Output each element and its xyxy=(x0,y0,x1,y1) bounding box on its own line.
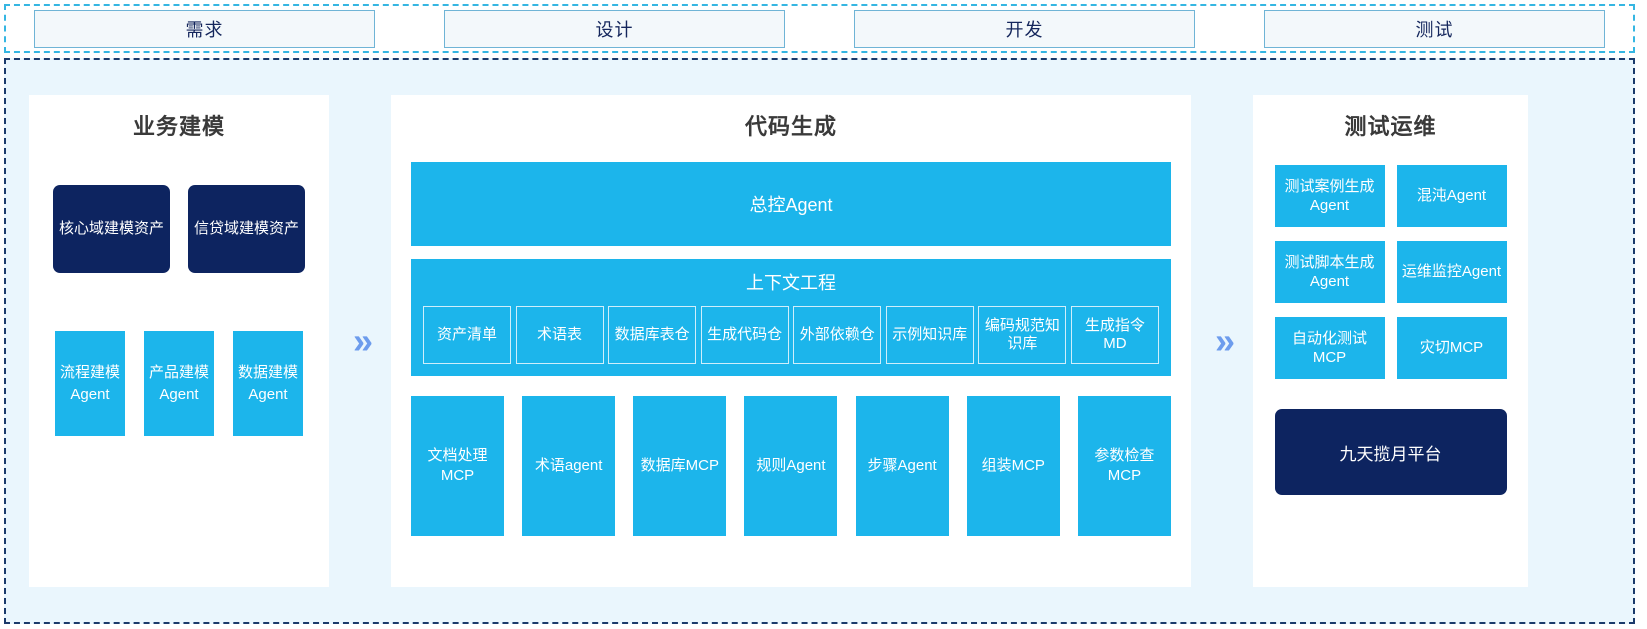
cell-label: 混沌Agent xyxy=(1416,187,1487,205)
stage-box-testing[interactable]: 测试 xyxy=(1264,9,1605,48)
stage-box-design[interactable]: 设计 xyxy=(444,9,785,48)
context-cell-label: 术语表 xyxy=(537,325,583,343)
master-agent-bar[interactable]: 总控Agent xyxy=(411,162,1171,246)
panel-title-test-operations: 测试运维 xyxy=(1344,114,1437,139)
tool-label: 规则Agent xyxy=(756,456,826,474)
stage-label: 开发 xyxy=(1005,19,1044,40)
cell-chaos-agent[interactable]: 混沌Agent xyxy=(1396,165,1507,227)
context-cell-asset-inventory[interactable]: 资产清单 xyxy=(423,306,511,364)
tool-box-rule-agent[interactable]: 规则Agent xyxy=(744,396,838,536)
context-cell-label: 生成指令MD xyxy=(1084,316,1145,352)
tool-label: 文档处理MCP xyxy=(427,446,488,484)
tool-label: 参数检查MCP xyxy=(1094,446,1155,484)
double-chevron-right-icon: » xyxy=(352,320,373,361)
agent-label: 数据建模Agent xyxy=(237,363,298,403)
panel-code-generation: 代码生成 总控Agent 上下文工程 资产清单 术语表 数据库表仓 生成代码仓 … xyxy=(391,95,1191,587)
cell-label: 灾切MCP xyxy=(1419,339,1484,357)
tool-box-step-agent[interactable]: 步骤Agent xyxy=(855,396,949,536)
main-architecture-area: 业务建模 核心域建模资产 信贷域建模资产 流程建模Agent 产品建模Agent… xyxy=(4,58,1635,624)
tool-box-parameter-check-mcp[interactable]: 参数检查MCP xyxy=(1077,396,1171,536)
tool-box-database-mcp[interactable]: 数据库MCP xyxy=(633,396,727,536)
panel-business-modeling: 业务建模 核心域建模资产 信贷域建模资产 流程建模Agent 产品建模Agent… xyxy=(29,95,329,587)
asset-box-credit-domain[interactable]: 信贷域建模资产 xyxy=(188,185,305,273)
panel-title-business-modeling: 业务建模 xyxy=(132,114,225,139)
stage-box-development[interactable]: 开发 xyxy=(854,9,1195,48)
tool-box-document-processing-mcp[interactable]: 文档处理MCP xyxy=(411,396,504,536)
stage-label: 测试 xyxy=(1415,19,1454,40)
context-engineering-block: 上下文工程 资产清单 术语表 数据库表仓 生成代码仓 外部依赖仓 示例知识库 编… xyxy=(411,259,1171,376)
cell-automated-test-mcp[interactable]: 自动化测试MCP xyxy=(1274,317,1385,379)
double-chevron-right-icon-2: » xyxy=(1214,320,1235,361)
tool-label: 组装MCP xyxy=(981,456,1045,474)
panel-title-code-generation: 代码生成 xyxy=(744,114,837,139)
context-engineering-title: 上下文工程 xyxy=(746,273,836,293)
cell-ops-monitoring-agent[interactable]: 运维监控Agent xyxy=(1396,241,1507,303)
context-cell-label: 生成代码仓 xyxy=(707,325,783,343)
cell-label: 自动化测试MCP xyxy=(1291,329,1367,367)
code-generation-body: 总控Agent 上下文工程 资产清单 术语表 数据库表仓 生成代码仓 外部依赖仓… xyxy=(391,162,1191,536)
context-cell-coding-standard-knowledge-base[interactable]: 编码规范知识库 xyxy=(978,306,1067,364)
agent-box-data-modeling[interactable]: 数据建模Agent xyxy=(233,331,303,436)
agent-label: 产品建模Agent xyxy=(148,363,209,403)
context-cell-label: 示例知识库 xyxy=(892,325,968,343)
tool-label: 数据库MCP xyxy=(640,456,719,474)
stage-box-requirements[interactable]: 需求 xyxy=(34,9,375,48)
context-cell-db-table-repo[interactable]: 数据库表仓 xyxy=(608,306,697,364)
tool-label: 术语agent xyxy=(534,456,603,474)
asset-label: 信贷域建模资产 xyxy=(193,220,299,238)
cell-disaster-switch-mcp[interactable]: 灾切MCP xyxy=(1396,317,1507,379)
code-generation-tools-row: 文档处理MCP 术语agent 数据库MCP 规则Agent 步骤Agent 组… xyxy=(411,396,1171,536)
context-cell-generation-instruction-md[interactable]: 生成指令MD xyxy=(1070,306,1159,364)
panel-test-operations: 测试运维 测试案例生成Agent 混沌Agent 测试脚本生成Agent 运维监… xyxy=(1253,95,1528,587)
cell-test-case-generation-agent[interactable]: 测试案例生成Agent xyxy=(1274,165,1385,227)
context-cell-glossary[interactable]: 术语表 xyxy=(515,306,604,364)
context-cell-label: 外部依赖仓 xyxy=(799,325,875,343)
tool-box-glossary-agent[interactable]: 术语agent xyxy=(522,396,616,536)
context-cell-label: 编码规范知识库 xyxy=(984,316,1060,352)
context-cell-example-knowledge-base[interactable]: 示例知识库 xyxy=(885,306,974,364)
business-assets-row: 核心域建模资产 信贷域建模资产 xyxy=(29,185,329,273)
test-ops-grid: 测试案例生成Agent 混沌Agent 测试脚本生成Agent 运维监控Agen… xyxy=(1253,165,1528,379)
context-cell-external-dependency-repo[interactable]: 外部依赖仓 xyxy=(793,306,882,364)
context-cell-label: 资产清单 xyxy=(436,325,497,343)
tool-box-assembly-mcp[interactable]: 组装MCP xyxy=(966,396,1060,536)
stage-label: 设计 xyxy=(595,19,634,40)
context-cell-generated-code-repo[interactable]: 生成代码仓 xyxy=(700,306,789,364)
cell-label: 运维监控Agent xyxy=(1401,263,1502,281)
cell-label: 测试脚本生成Agent xyxy=(1284,253,1375,291)
tool-label: 步骤Agent xyxy=(867,456,937,474)
context-cell-label: 数据库表仓 xyxy=(614,325,690,343)
agent-box-product-modeling[interactable]: 产品建模Agent xyxy=(144,331,214,436)
asset-box-core-domain[interactable]: 核心域建模资产 xyxy=(53,185,170,273)
business-agents-row: 流程建模Agent 产品建模Agent 数据建模Agent xyxy=(29,331,329,436)
asset-label: 核心域建模资产 xyxy=(58,220,164,238)
stage-band: 需求 设计 开发 测试 xyxy=(4,4,1635,53)
cell-test-script-generation-agent[interactable]: 测试脚本生成Agent xyxy=(1274,241,1385,303)
context-cells-row: 资产清单 术语表 数据库表仓 生成代码仓 外部依赖仓 示例知识库 编码规范知识库… xyxy=(411,306,1171,364)
platform-box-jiutian-lanyue[interactable]: 九天揽月平台 xyxy=(1274,409,1507,495)
agent-box-process-modeling[interactable]: 流程建模Agent xyxy=(55,331,125,436)
platform-label: 九天揽月平台 xyxy=(1339,444,1442,464)
stage-label: 需求 xyxy=(185,19,224,40)
cell-label: 测试案例生成Agent xyxy=(1284,177,1375,215)
master-agent-label: 总控Agent xyxy=(749,195,833,215)
agent-label: 流程建模Agent xyxy=(59,363,120,403)
